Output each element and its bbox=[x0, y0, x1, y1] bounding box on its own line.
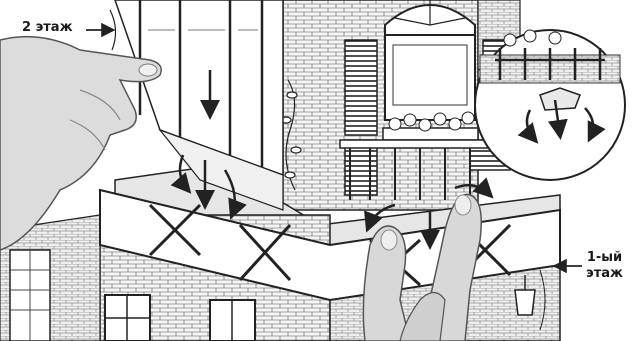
floor-2-label: 2 этаж bbox=[22, 20, 73, 36]
zoom-callout-icon bbox=[475, 30, 625, 180]
floor-1-label: 1-ый этаж bbox=[586, 250, 623, 282]
floor-1-label-line1: 1-ый bbox=[586, 250, 623, 266]
floor-1-label-line2: этаж bbox=[586, 266, 623, 282]
arched-window bbox=[385, 0, 475, 120]
